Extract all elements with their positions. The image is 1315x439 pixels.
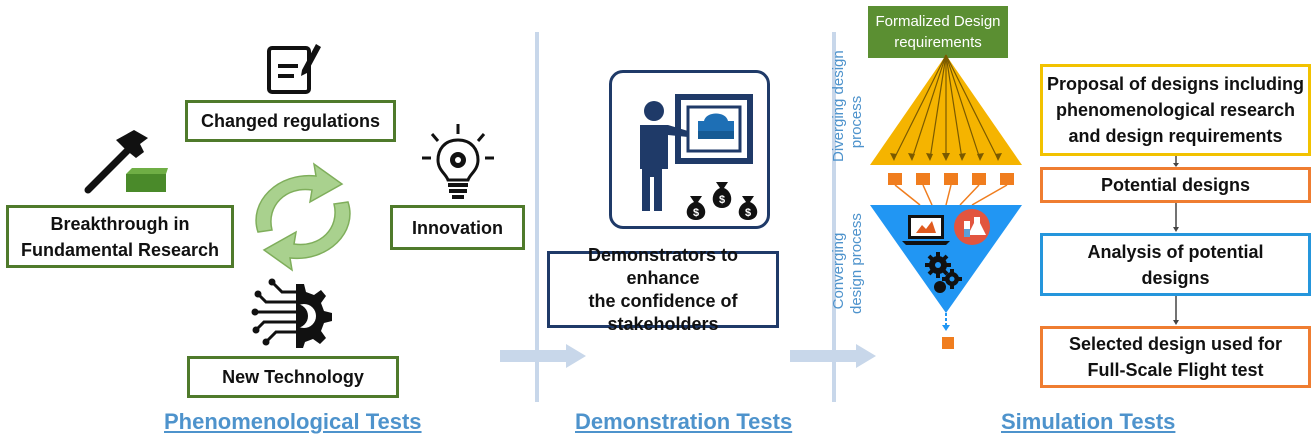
money-bags-icon: $ $ $ [686,182,758,220]
innovation-box: Innovation [390,205,525,250]
analysis-label-line2: designs [1141,267,1210,288]
svg-text:$: $ [693,207,699,219]
document-pen-icon [267,44,321,94]
breakthrough-box: Breakthrough in Fundamental Research [6,205,234,268]
laptop-icon [902,215,950,245]
converging-label-line1: Converging [830,232,847,310]
proposal-box: Proposal of designs including phenomenol… [1040,64,1311,156]
diverging-label-line1: Diverging design [830,50,847,162]
simulation-tests-title[interactable]: Simulation Tests [1001,409,1176,434]
phenomenological-tests-title[interactable]: Phenomenological Tests [164,409,422,434]
converging-label-line2: design process [848,213,865,314]
breakthrough-label-line1: Breakthrough in [50,213,190,234]
gears-icon [925,252,962,293]
analysis-label-line1: Analysis of potential [1087,241,1264,262]
flow-connectors [1173,156,1179,325]
flow-arrow-left [500,344,586,368]
innovation-label: Innovation [412,217,503,238]
selected-label-line1: Selected design used for [1068,334,1283,354]
lab-flask-icon [954,209,990,245]
converging-design-label: Converging design process [830,213,866,314]
diverging-design-label: Diverging design process [830,50,866,162]
potential-designs-box: Potential designs [1040,167,1311,203]
lightbulb-gear-icon [422,124,494,199]
presenter-panel [609,70,770,229]
proposal-label-line1: Proposal of designs including [1046,74,1305,94]
diverging-label-line2: process [848,95,865,149]
formalized-requirements-box: Formalized Design requirements [868,6,1008,58]
changed-regulations-label: Changed regulations [200,111,380,131]
demonstration-tests-title[interactable]: Demonstration Tests [575,409,793,434]
analysis-box: Analysis of potential designs [1040,233,1311,296]
new-technology-label: New Technology [222,367,364,387]
potential-designs-label: Potential designs [1100,175,1251,195]
demonstrators-label-line1: Demonstrators to enhance [587,244,739,288]
presenter-icon [640,94,753,211]
svg-text:$: $ [745,207,751,219]
design-funnel [870,54,1022,349]
proposal-label-line2: phenomenological research [1055,100,1296,120]
demonstrators-box: Demonstrators to enhance the confidence … [547,245,779,334]
separator-left [535,32,539,402]
breakthrough-label-line2: Fundamental Research [20,239,220,260]
new-technology-box: New Technology [187,356,399,398]
flow-arrow-right [790,344,876,368]
hammer-icon [84,130,168,194]
cycle-arrows-icon [255,162,351,272]
demonstrators-label-line3: stakeholders [607,313,719,334]
demonstrators-label-line2: the confidence of [588,290,738,311]
changed-regulations-box: Changed regulations [185,100,396,142]
proposal-label-line3: and design requirements [1068,126,1283,146]
selected-design-box: Selected design used for Full-Scale Flig… [1040,326,1311,388]
requirements-label-line1: Formalized Design [875,13,1001,30]
separator-right [832,32,836,402]
selected-label-line2: Full-Scale Flight test [1087,360,1264,380]
svg-text:$: $ [719,194,725,206]
circuit-gear-icon [251,278,332,348]
requirements-label-line2: requirements [894,34,982,51]
